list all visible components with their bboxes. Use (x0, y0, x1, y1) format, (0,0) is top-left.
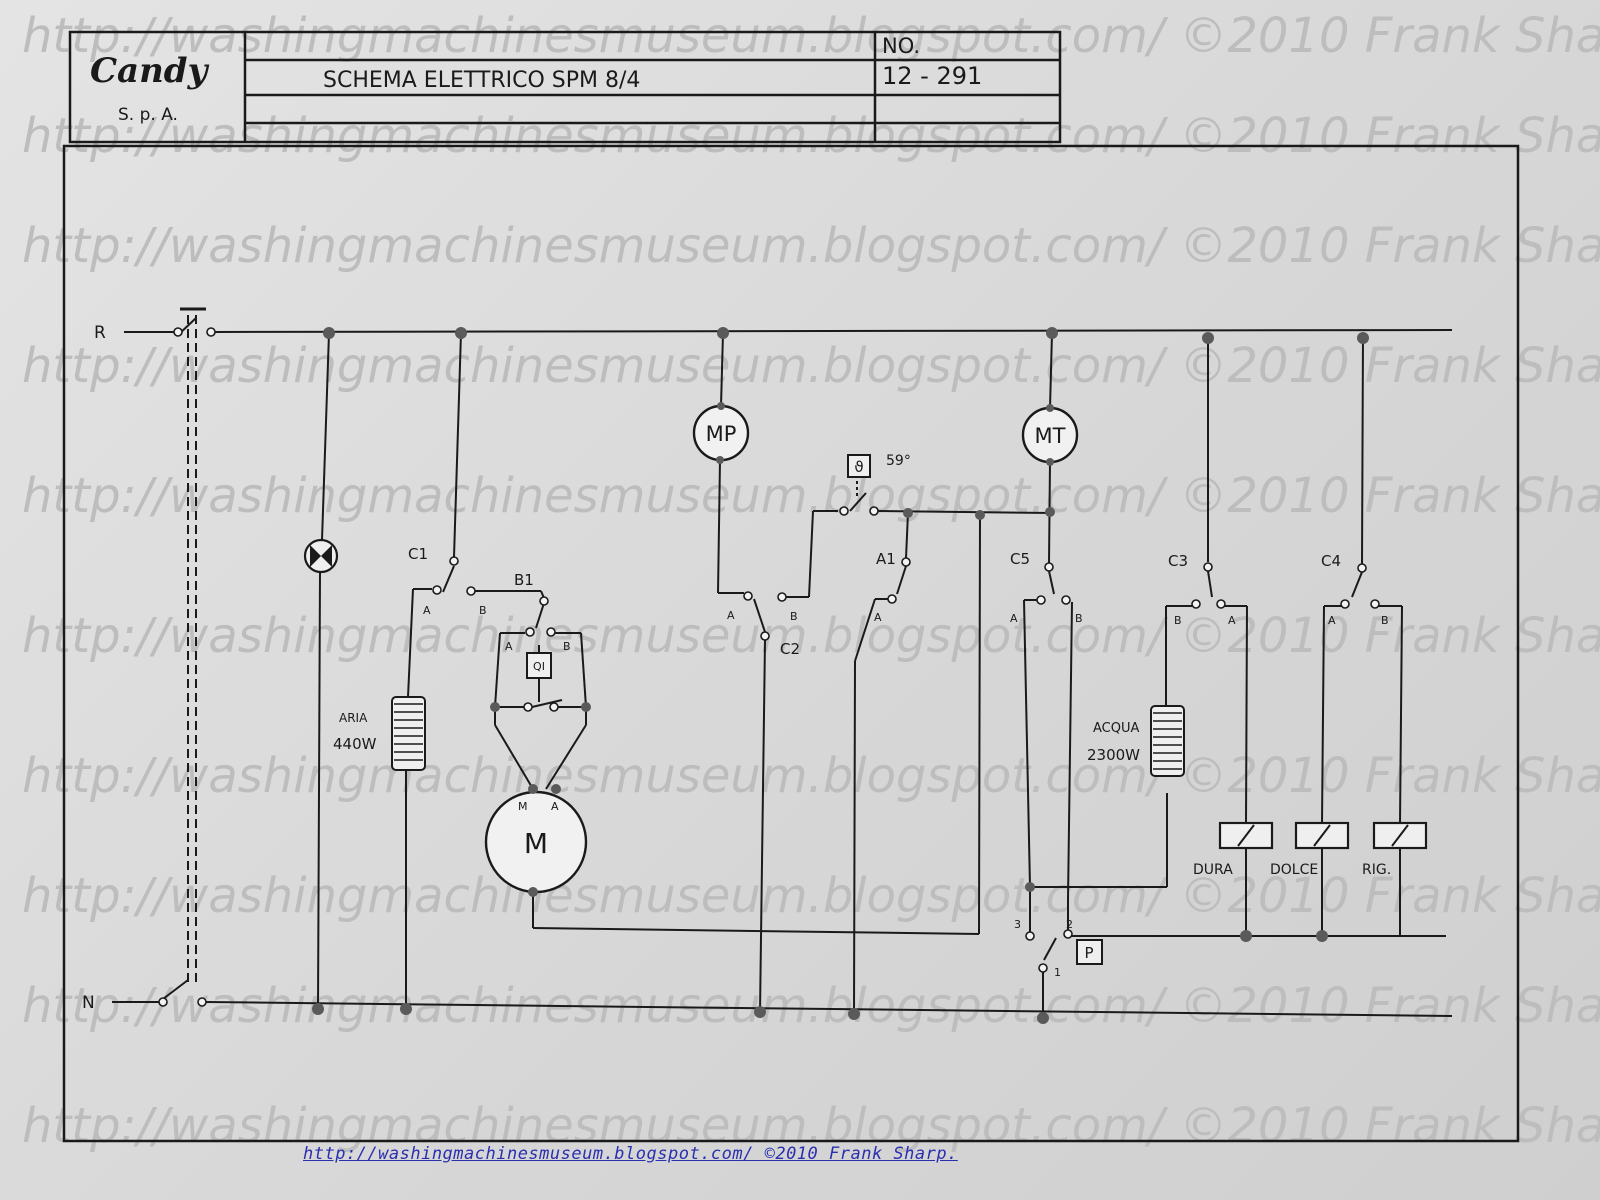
watermark-text: http://washingmachinesmuseum.blogspot.co… (22, 868, 1600, 924)
heater-aria (391, 696, 426, 771)
wiring (112, 307, 1453, 1018)
signal-lamp (303, 538, 339, 574)
heater-aria-power: 440W (333, 735, 377, 753)
contact-b1-b: B (563, 640, 571, 653)
contact-c3-label: C3 (1168, 552, 1188, 570)
title-block (68, 30, 1062, 144)
contact-c5-b: B (1075, 612, 1083, 625)
motor-mp-label: MP (706, 422, 737, 446)
contact-b1-label: B1 (514, 571, 534, 589)
line-neutral-label: N (82, 993, 95, 1013)
thermostat-symbol: ϑ (854, 458, 863, 476)
company-suffix: S. p. A. (118, 105, 178, 125)
contact-c3-b: B (1174, 614, 1182, 627)
valve-rig-label: RIG. (1362, 862, 1391, 878)
pressure-switch-label: P (1084, 944, 1093, 962)
heater-acqua-name: ACQUA (1093, 721, 1139, 736)
motor-terminal-m: M (518, 800, 528, 813)
valve-dolce-coil (1294, 821, 1350, 850)
valve-dura-label: DURA (1193, 862, 1233, 878)
watermark-text: http://washingmachinesmuseum.blogspot.co… (22, 338, 1600, 394)
thermostat-temp: 59° (886, 453, 911, 469)
relay-qi-label: QI (533, 660, 545, 673)
contact-c2-b: B (790, 610, 798, 623)
contact-b1-a: A (505, 640, 513, 653)
contact-a1-label: A1 (876, 550, 896, 568)
watermark-text: http://washingmachinesmuseum.blogspot.co… (22, 608, 1600, 664)
contact-a1-a: A (874, 611, 882, 624)
source-link[interactable]: http://washingmachinesmuseum.blogspot.co… (303, 1144, 958, 1164)
pressure-switch-box (1076, 939, 1103, 965)
contact-c1-a: A (423, 604, 431, 617)
watermark-text: http://washingmachinesmuseum.blogspot.co… (22, 218, 1600, 274)
watermark-text: http://washingmachinesmuseum.blogspot.co… (22, 108, 1600, 164)
contact-c1-b: B (479, 604, 487, 617)
watermark-text: http://washingmachinesmuseum.blogspot.co… (22, 8, 1600, 64)
thermostat-box (847, 454, 871, 478)
contact-terminals (158, 327, 1380, 1007)
candy-logo: Candy (90, 51, 210, 91)
contact-c2-label: C2 (780, 640, 800, 658)
drawing-border (62, 144, 1520, 1143)
drawing-title: SCHEMA ELETTRICO SPM 8/4 (323, 68, 640, 93)
watermark-text: http://washingmachinesmuseum.blogspot.co… (22, 748, 1600, 804)
motor-terminal-a: A (551, 800, 559, 813)
contact-c5-a: A (1010, 612, 1018, 625)
contact-c2-a: A (727, 609, 735, 622)
contact-c5-label: C5 (1010, 550, 1030, 568)
number-label: NO. (882, 34, 920, 58)
watermark-text: http://washingmachinesmuseum.blogspot.co… (22, 468, 1600, 524)
line-live-label: R (94, 323, 106, 343)
watermark: http://washingmachinesmuseum.blogspot.co… (22, 8, 1600, 1154)
contact-c4-label: C4 (1321, 552, 1341, 570)
heater-acqua-power: 2300W (1087, 746, 1140, 764)
contact-c1-label: C1 (408, 545, 428, 563)
contact-c4-a: A (1328, 614, 1336, 627)
valve-dolce-label: DOLCE (1270, 862, 1318, 878)
watermark-text: http://washingmachinesmuseum.blogspot.co… (22, 1098, 1600, 1154)
relay-qi (526, 652, 552, 679)
drawing-number: 12 - 291 (882, 62, 982, 90)
heater-aria-name: ARIA (339, 711, 368, 725)
watermark-text: http://washingmachinesmuseum.blogspot.co… (22, 978, 1600, 1034)
junction-nodes (312, 327, 1369, 1024)
contact-c4-b: B (1381, 614, 1389, 627)
heater-acqua (1150, 705, 1185, 777)
pressure-terminal-3: 3 (1014, 918, 1021, 931)
motor-main-label: M (524, 827, 548, 860)
contact-c3-a: A (1228, 614, 1236, 627)
pressure-terminal-2: 2 (1066, 918, 1073, 931)
pressure-terminal-1: 1 (1054, 966, 1061, 979)
motor-mt-label: MT (1035, 424, 1066, 448)
